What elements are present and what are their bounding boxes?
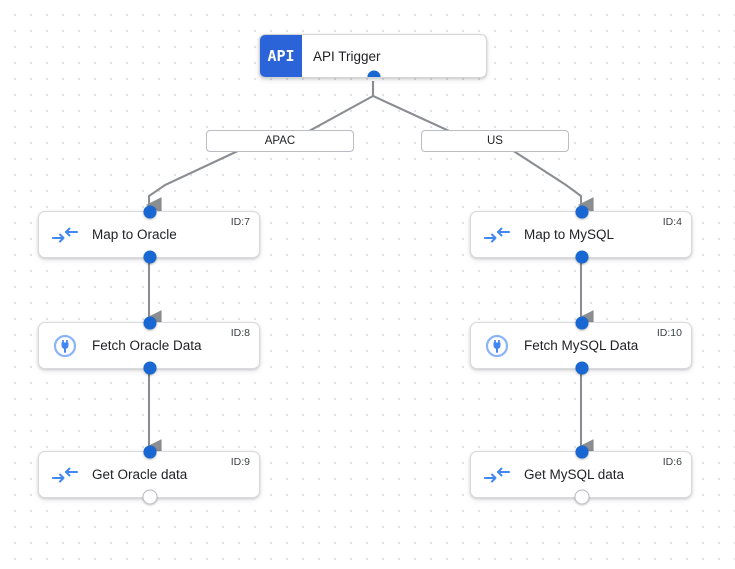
- node-get-oracle-data[interactable]: Get Oracle data ID:9: [38, 445, 260, 505]
- node-id-label: ID:8: [230, 327, 250, 339]
- output-port[interactable]: [143, 361, 157, 375]
- branch-label-text: US: [487, 135, 503, 147]
- output-port[interactable]: [575, 250, 589, 264]
- map-transform-icon: [483, 223, 511, 247]
- output-port[interactable]: [575, 361, 589, 375]
- input-port[interactable]: [575, 205, 589, 219]
- node-api-trigger[interactable]: API API Trigger: [259, 34, 487, 78]
- branch-label-text: APAC: [264, 135, 296, 147]
- node-id-label: ID:10: [656, 327, 682, 339]
- node-title: Get Oracle data: [92, 467, 188, 482]
- map-transform-icon: [483, 463, 511, 487]
- node-get-mysql-data[interactable]: Get MySQL data ID:6: [470, 445, 692, 505]
- branch-label-apac[interactable]: APAC: [206, 130, 354, 152]
- edge-us-to-map-mysql: [511, 149, 594, 213]
- edge-apac-to-map-oracle: [145, 149, 241, 213]
- node-id-label: ID:7: [230, 216, 250, 228]
- node-title: Fetch Oracle Data: [92, 338, 202, 353]
- connector-plug-icon: [51, 334, 79, 358]
- input-port[interactable]: [575, 445, 589, 459]
- node-title: Map to Oracle: [92, 227, 177, 242]
- node-id-label: ID:6: [662, 456, 682, 468]
- api-badge-text: API: [267, 47, 295, 65]
- node-title: API Trigger: [313, 48, 381, 64]
- map-transform-icon: [51, 463, 79, 487]
- node-map-to-mysql[interactable]: Map to MySQL ID:4: [470, 205, 692, 264]
- input-port[interactable]: [143, 205, 157, 219]
- input-port[interactable]: [143, 445, 157, 459]
- node-fetch-oracle-data[interactable]: Fetch Oracle Data ID:8: [38, 316, 260, 375]
- connector-plug-icon: [483, 334, 511, 358]
- node-fetch-mysql-data[interactable]: Fetch MySQL Data ID:10: [470, 316, 692, 375]
- output-port[interactable]: [574, 489, 590, 505]
- node-id-label: ID:9: [230, 456, 250, 468]
- output-port[interactable]: [142, 489, 158, 505]
- node-title: Fetch MySQL Data: [524, 338, 639, 353]
- node-map-to-oracle[interactable]: Map to Oracle ID:7: [38, 205, 260, 264]
- map-transform-icon: [51, 223, 79, 247]
- input-port[interactable]: [143, 316, 157, 330]
- api-badge-icon: API: [260, 35, 302, 77]
- output-port[interactable]: [367, 70, 381, 77]
- output-port[interactable]: [143, 250, 157, 264]
- node-id-label: ID:4: [662, 216, 682, 228]
- branch-label-us[interactable]: US: [421, 130, 569, 152]
- edge-trigger-to-us: [371, 81, 461, 137]
- input-port[interactable]: [575, 316, 589, 330]
- node-title: Map to MySQL: [524, 227, 615, 242]
- edge-trigger-to-apac: [299, 81, 375, 137]
- node-title: Get MySQL data: [524, 467, 625, 482]
